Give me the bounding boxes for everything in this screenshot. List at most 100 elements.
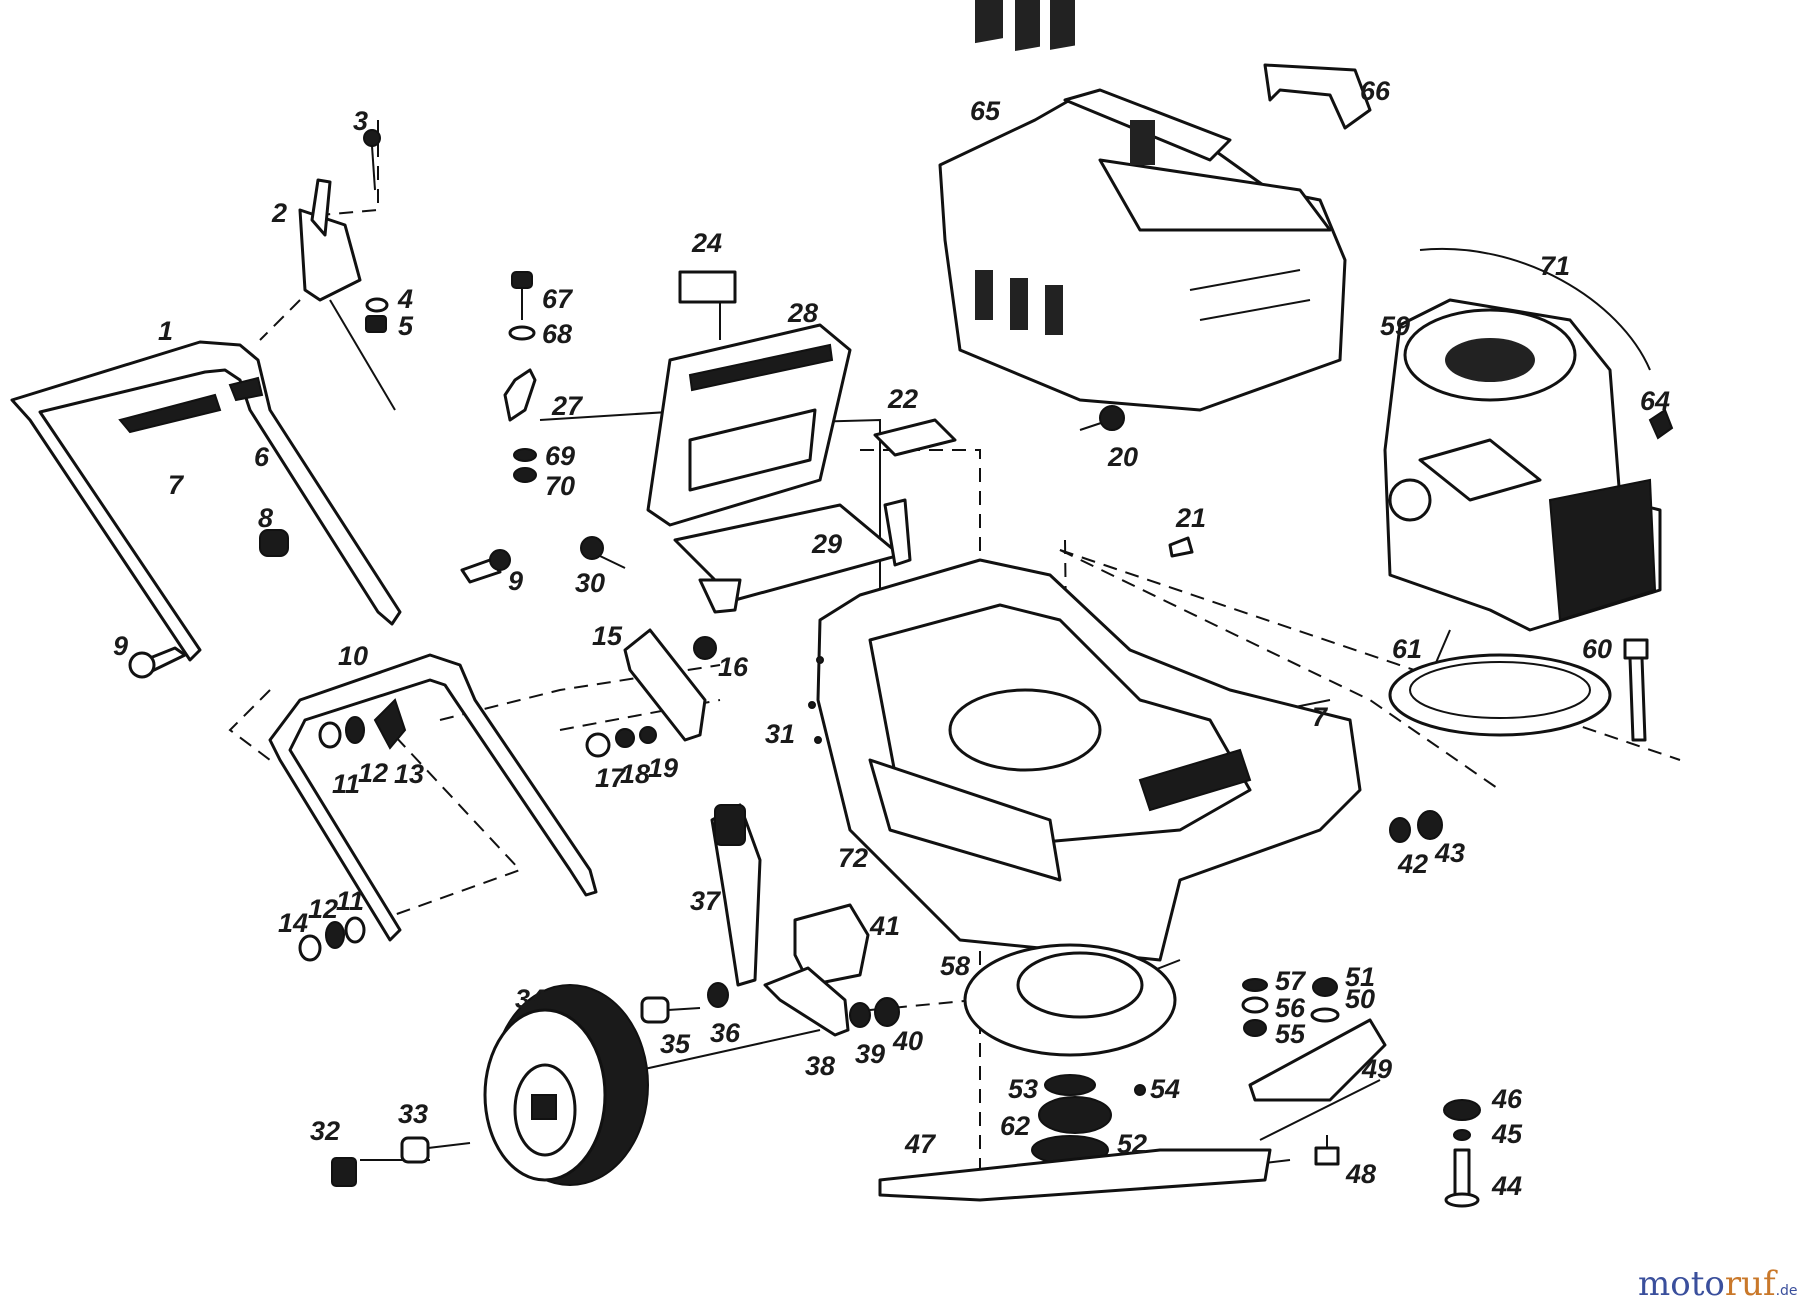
part-number-55: 55 <box>1275 1019 1306 1049</box>
part-number-70: 70 <box>545 471 575 501</box>
clip-shape <box>1648 408 1674 440</box>
wheel-shape <box>483 984 649 1186</box>
part-number-64: 64 <box>1640 386 1670 416</box>
part-number-20: 20 <box>1107 442 1138 472</box>
box-handle-shape <box>1263 63 1372 130</box>
part-number-7b: 7 <box>1312 702 1329 732</box>
label-21-shape <box>1168 536 1194 558</box>
part-number-49: 49 <box>1361 1054 1392 1084</box>
part-number-4: 4 <box>397 284 413 314</box>
part-number-12b: 12 <box>308 894 338 924</box>
part-number-24: 24 <box>691 228 722 258</box>
part-number-37: 37 <box>690 886 722 916</box>
engine-shape <box>1383 298 1662 632</box>
throttle-cable-shape <box>1419 247 1651 371</box>
part-number-15: 15 <box>592 621 623 651</box>
part-number-11a: 11 <box>332 769 360 799</box>
bracket-nuts-shape <box>849 997 900 1028</box>
part-number-56: 56 <box>1275 993 1306 1023</box>
part-number-6: 6 <box>254 442 270 472</box>
part-number-65: 65 <box>970 96 1001 126</box>
cable-lever-shape <box>298 129 396 411</box>
axle-bracket-shape <box>763 966 850 1037</box>
part-number-22: 22 <box>887 384 918 414</box>
part-number-48: 48 <box>1345 1159 1376 1189</box>
part-number-60: 60 <box>1582 634 1612 664</box>
part-number-52: 52 <box>1117 1129 1147 1159</box>
wheel-bolt-shape <box>640 982 729 1024</box>
rear-flap-shape <box>646 323 852 527</box>
part-number-9b: 9 <box>113 631 128 661</box>
screw-30-shape <box>580 536 626 569</box>
cap-shape <box>259 529 289 557</box>
part-number-71: 71 <box>1540 251 1570 281</box>
part-number-14: 14 <box>278 908 308 938</box>
part-number-50: 50 <box>1345 984 1375 1014</box>
part-number-46: 46 <box>1491 1084 1523 1114</box>
part-labels: 1 2 3 4 5 6 7 7 8 9 9 10 11 12 13 14 12 … <box>113 76 1670 1201</box>
washers-left-shape <box>1241 978 1269 1037</box>
part-number-42: 42 <box>1397 849 1428 879</box>
svg-text:motoruf.de: motoruf.de <box>1638 1264 1798 1304</box>
part-number-16: 16 <box>718 652 749 682</box>
adjuster-plate-shape <box>793 903 870 987</box>
part-number-47: 47 <box>904 1129 937 1159</box>
part-number-11b: 11 <box>336 886 364 916</box>
bolts-shape <box>128 549 511 679</box>
handle-fasteners-shape <box>298 698 407 962</box>
part-number-19: 19 <box>648 753 678 783</box>
watermark-part1: moto <box>1638 1264 1725 1304</box>
part-number-44: 44 <box>1491 1171 1522 1201</box>
part-number-10: 10 <box>338 641 368 671</box>
screw-20-shape <box>1079 405 1125 431</box>
part-number-34: 34 <box>515 984 545 1014</box>
part-number-61: 61 <box>1392 634 1422 664</box>
part-number-69: 69 <box>545 441 575 471</box>
part-number-2: 2 <box>271 198 287 228</box>
gasket-shape <box>1388 653 1612 737</box>
handle-lower-shape <box>268 653 598 942</box>
part-number-9a: 9 <box>508 566 523 596</box>
part-number-12a: 12 <box>358 758 388 788</box>
part-number-39: 39 <box>855 1039 885 1069</box>
screw-48-shape <box>1314 1135 1340 1166</box>
nut-washer-shape <box>365 297 389 333</box>
part-number-66: 66 <box>1360 76 1391 106</box>
height-adjuster-shape <box>710 803 762 987</box>
bolt-60-shape <box>1623 638 1649 742</box>
part-number-30: 30 <box>575 568 605 598</box>
part-number-45: 45 <box>1491 1119 1523 1149</box>
part-number-54: 54 <box>1150 1074 1180 1104</box>
part-number-32: 32 <box>310 1116 340 1146</box>
bolt-stack-shape <box>1443 1099 1481 1208</box>
part-number-29: 29 <box>811 529 842 559</box>
blade-shape <box>878 1148 1272 1202</box>
spring-fasteners-shape <box>503 271 537 483</box>
watermark-part2: ruf <box>1725 1264 1778 1304</box>
part-number-68: 68 <box>542 319 572 349</box>
part-number-3: 3 <box>353 106 368 136</box>
part-number-1: 1 <box>158 316 173 346</box>
deck-shape <box>816 558 1362 962</box>
handle-upper-shape <box>10 340 402 662</box>
part-number-21: 21 <box>1175 503 1206 533</box>
washers-right-shape <box>1310 977 1340 1023</box>
label-24-shape <box>678 270 737 304</box>
part-number-41: 41 <box>869 911 900 941</box>
part-number-57: 57 <box>1275 966 1307 996</box>
watermark: motoruf.de <box>1638 1264 1798 1304</box>
blade-bracket-shape <box>1248 1018 1387 1102</box>
part-number-62: 62 <box>1000 1111 1030 1141</box>
ring-shape <box>963 943 1177 1057</box>
part-number-43: 43 <box>1434 838 1465 868</box>
part-number-40: 40 <box>892 1026 923 1056</box>
part-number-35: 35 <box>660 1029 691 1059</box>
part-number-67: 67 <box>542 284 574 314</box>
part-number-13: 13 <box>394 759 424 789</box>
deck-side-screws-shape <box>808 656 824 744</box>
part-number-31: 31 <box>765 719 795 749</box>
part-number-53: 53 <box>1008 1074 1038 1104</box>
axle-parts-shape <box>331 1136 471 1187</box>
part-number-7a: 7 <box>168 470 185 500</box>
part-number-59: 59 <box>1380 311 1410 341</box>
